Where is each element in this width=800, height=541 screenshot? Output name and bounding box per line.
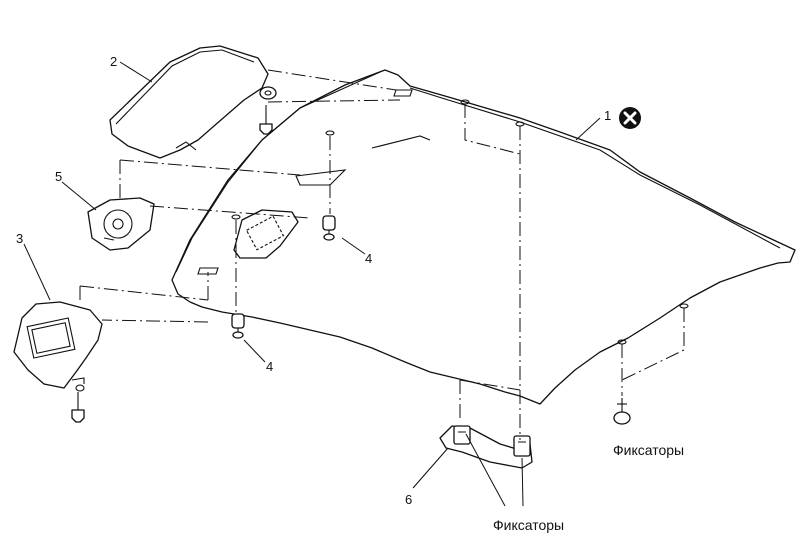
callout-2: 2 (110, 54, 117, 69)
callout-5: 5 (55, 169, 62, 184)
callout-4-lower: 4 (266, 359, 273, 374)
retainers-label-bottom: Фиксаторы (493, 517, 564, 533)
clip-upper (322, 215, 336, 241)
clip-lower (231, 313, 245, 339)
sun-visor-lower (13, 301, 103, 389)
headliner-panel (171, 69, 796, 405)
assist-grip (439, 425, 533, 469)
retainer-push-pin (613, 398, 631, 425)
callout-4-upper: 4 (365, 251, 372, 266)
sun-visor-upper (109, 45, 277, 159)
retainers-label-right: Фиксаторы (613, 442, 684, 458)
visor-screw-lower (71, 384, 85, 423)
visor-screw-upper (259, 105, 273, 135)
leader-lines (23, 61, 601, 507)
callout-3: 3 (16, 231, 23, 246)
callout-1: 1 (604, 108, 611, 123)
assembly-lines (79, 69, 685, 440)
map-light (87, 197, 155, 251)
callout-6: 6 (405, 492, 412, 507)
do-not-reuse-icon (619, 107, 641, 129)
